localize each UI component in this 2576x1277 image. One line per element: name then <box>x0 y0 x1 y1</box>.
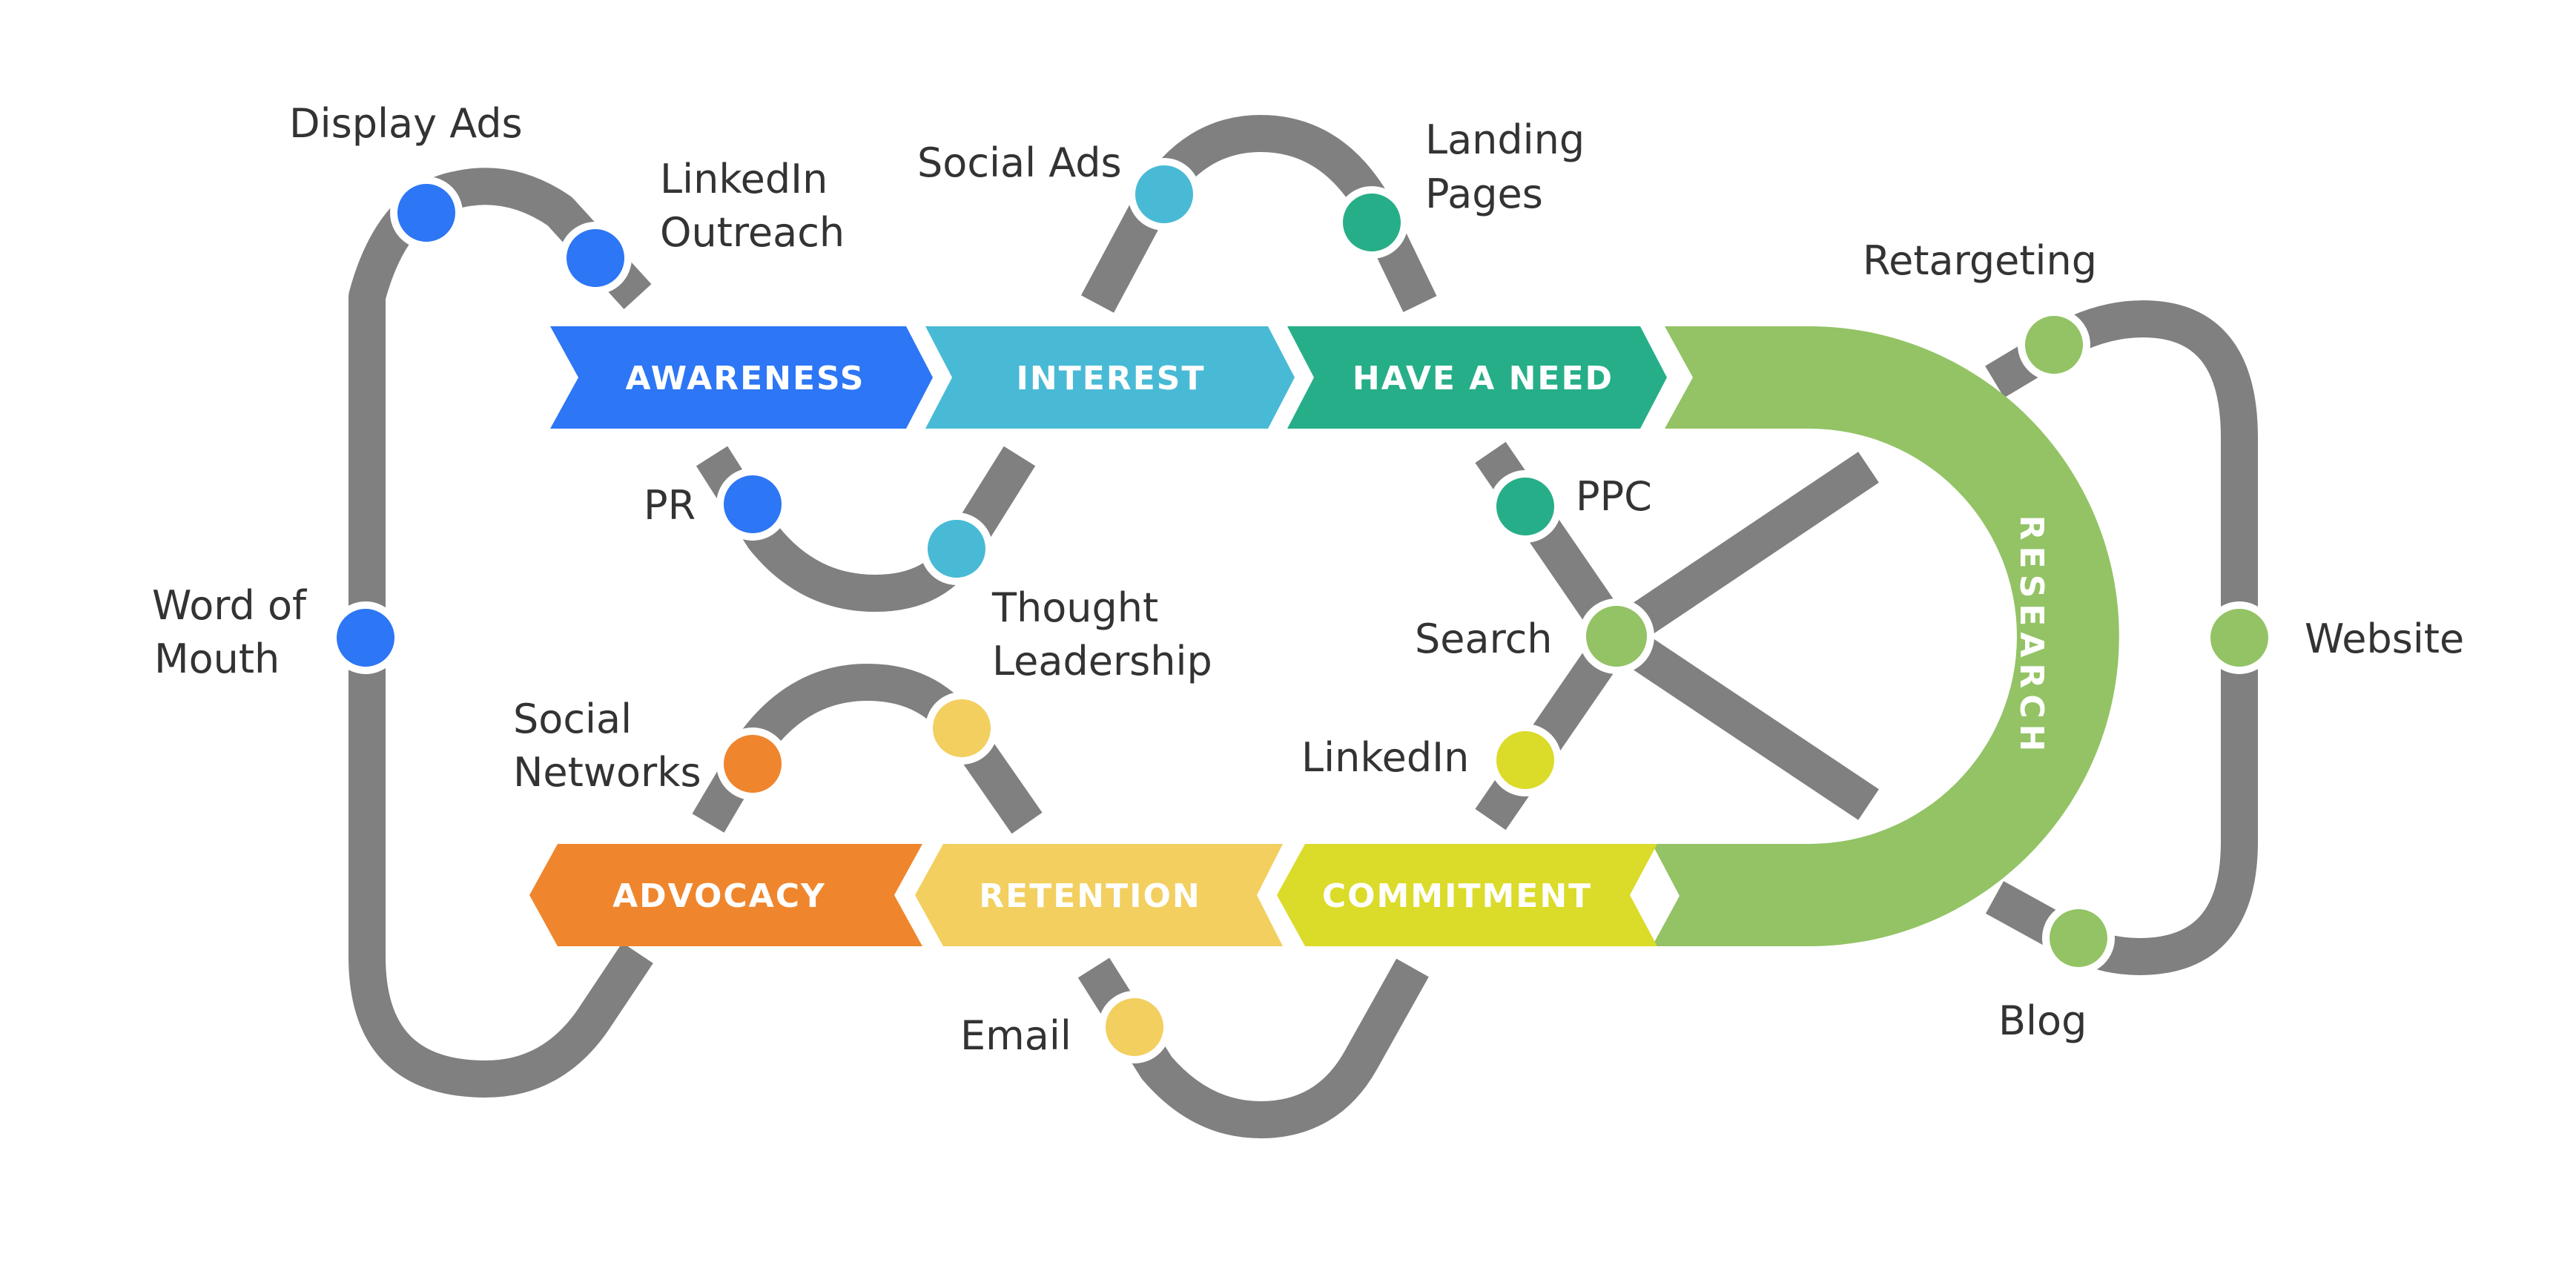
dot-email <box>1098 991 1171 1063</box>
dot-word-of-mouth <box>329 601 402 674</box>
label-linkedin-outreach-line1: LinkedIn <box>660 156 828 202</box>
dot-ppc <box>1489 470 1562 543</box>
stage-label-retention: RETENTION <box>979 877 1201 915</box>
dot-retargeting <box>2018 308 2090 381</box>
stage-label-awareness: AWARENESS <box>626 360 865 397</box>
dot-linkedin-outreach <box>559 222 632 294</box>
stage-label-research: RESEARCH <box>2012 515 2050 758</box>
road-outer-left-loop <box>349 168 653 1098</box>
stage-retention-arrow <box>915 844 1283 946</box>
dot-thought-leadership <box>920 512 993 585</box>
stage-label-advocacy: ADVOCACY <box>612 877 826 915</box>
label-website: Website <box>2305 616 2464 662</box>
label-word-of-mouth-line1: Word of <box>152 582 308 629</box>
label-pr: PR <box>644 482 696 529</box>
label-email: Email <box>960 1012 1071 1059</box>
label-landing-pages-line2: Pages <box>1425 171 1543 217</box>
stage-advocacy-arrow <box>529 844 922 946</box>
label-display-ads: Display Ads <box>289 100 523 147</box>
label-blog: Blog <box>1998 997 2087 1044</box>
label-landing-pages-line1: Landing <box>1425 116 1585 163</box>
label-social-networks-line1: Social <box>513 696 632 742</box>
label-social-networks-line2: Networks <box>513 749 701 796</box>
stage-research-arrow <box>1652 326 2119 946</box>
stage-arrows <box>529 326 2119 946</box>
stage-label-interest: INTEREST <box>1017 360 1206 397</box>
dot-linkedin <box>1489 724 1562 796</box>
dot-social-networks <box>716 727 789 800</box>
label-thought-leadership-line2: Leadership <box>992 638 1212 684</box>
label-linkedin-outreach-line2: Outreach <box>660 209 845 256</box>
dot-website <box>2203 601 2276 674</box>
stage-interest-arrow <box>925 326 1295 429</box>
touchpoint-dots <box>329 158 2276 1063</box>
stage-labels: AWARENESS INTEREST HAVE A NEED RESEARCH … <box>612 360 2050 915</box>
dot-display-ads <box>390 176 463 249</box>
road-search-right <box>1598 452 1879 820</box>
stage-have-a-need-arrow <box>1287 326 1667 429</box>
dot-search <box>1579 598 1654 674</box>
dot-pr <box>716 468 789 541</box>
touchpoint-labels: Display Ads LinkedIn Outreach Social Ads… <box>152 100 2464 1059</box>
stage-commitment-arrow <box>1277 844 1657 946</box>
label-thought-leadership-line1: Thought <box>991 584 1158 631</box>
dot-retention-hump <box>925 692 998 765</box>
dot-blog <box>2042 902 2115 974</box>
stage-awareness-arrow <box>550 326 933 429</box>
dot-landing-pages <box>1335 186 1408 259</box>
stage-label-have-a-need: HAVE A NEED <box>1353 360 1614 397</box>
label-retargeting: Retargeting <box>1863 237 2097 284</box>
label-ppc: PPC <box>1576 473 1652 520</box>
dot-social-ads <box>1128 158 1201 231</box>
label-linkedin: LinkedIn <box>1301 734 1469 781</box>
stage-label-commitment: COMMITMENT <box>1322 877 1592 915</box>
label-social-ads: Social Ads <box>917 139 1122 186</box>
label-word-of-mouth-line2: Mouth <box>154 636 280 682</box>
road-email-valley <box>1077 957 1429 1138</box>
label-search: Search <box>1415 616 1553 662</box>
